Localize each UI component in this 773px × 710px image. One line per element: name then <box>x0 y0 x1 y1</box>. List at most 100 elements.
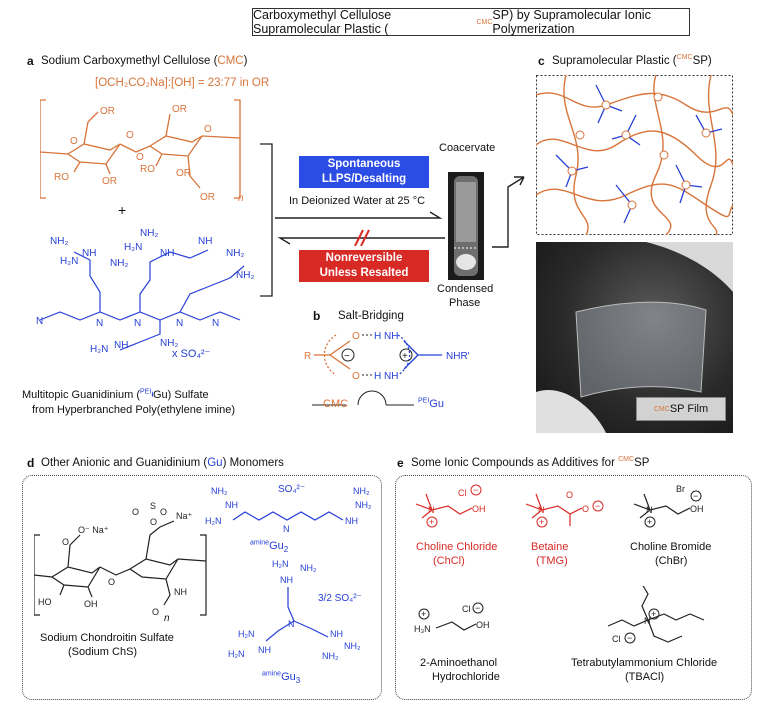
tbacl-structure: N+Cl− <box>607 586 705 644</box>
condition-label: In Deionized Water at 25 °C <box>289 195 426 207</box>
peigu-caption-suffix: Gu) Sulfate <box>152 389 209 401</box>
svg-text:O: O <box>150 517 157 527</box>
svg-text:OR: OR <box>102 176 117 187</box>
svg-text:NH₂: NH₂ <box>322 651 339 661</box>
condensed-line1: Condensed <box>437 283 494 295</box>
svg-text:NH₂: NH₂ <box>353 486 370 496</box>
svg-text:NH₂: NH₂ <box>211 486 228 496</box>
title-suffix: SP) by Supramolecular Ionic Polymerizati… <box>492 8 651 36</box>
svg-text:O: O <box>108 577 115 587</box>
gu2-sulfate: SO₄²⁻ <box>278 484 306 495</box>
svg-text:O⁻ Na⁺: O⁻ Na⁺ <box>78 525 109 535</box>
svg-text:O: O <box>582 504 589 514</box>
svg-text:Cl: Cl <box>462 604 471 614</box>
svg-text:Br: Br <box>676 484 685 494</box>
plus-sign: + <box>118 202 127 218</box>
svg-text:+: + <box>647 517 652 527</box>
svg-text:NH₂: NH₂ <box>344 641 361 651</box>
svg-text:O: O <box>352 371 360 382</box>
svg-text:H₂N: H₂N <box>272 559 289 569</box>
compound-2-abbr: (ChBr) <box>655 555 688 567</box>
svg-text:O: O <box>204 124 212 135</box>
film-photo-graphic <box>536 242 733 433</box>
compound-2-name: Choline Bromide <box>630 541 712 553</box>
svg-text:N: N <box>538 505 545 515</box>
choline-chloride-structure: N+Cl−OH <box>415 484 486 528</box>
svg-text:N: N <box>96 318 103 329</box>
spont-line1: Spontaneous <box>327 158 401 170</box>
svg-text:+: + <box>421 609 426 619</box>
panel-d-box <box>22 475 382 700</box>
svg-text:H₃N: H₃N <box>414 624 431 634</box>
svg-text:−: − <box>475 603 480 613</box>
svg-text:NH₂: NH₂ <box>236 270 254 281</box>
title-prefix: Carboxymethyl Cellulose Supramolecular P… <box>253 8 392 36</box>
svg-text:NH: NH <box>82 248 96 259</box>
svg-text:NH: NH <box>330 629 343 639</box>
plastic-heading-suffix: SP) <box>692 55 712 67</box>
panel-e-heading: Some Ionic Compounds as Additives for CM… <box>411 456 650 470</box>
figure-title: Carboxymethyl Cellulose Supramolecular P… <box>252 8 690 36</box>
svg-text:−: − <box>627 633 632 643</box>
coacervate-label: Coacervate <box>439 142 496 154</box>
svg-text:NH: NH <box>280 575 293 585</box>
amine-gu2-label: amineGu2 <box>250 539 288 556</box>
supramolecular-network-diagram <box>536 75 733 235</box>
peigu-caption-line1: Multitopic Guanidinium (PEIGuGu) Sulfate <box>22 388 209 402</box>
svg-text:NH: NH <box>114 340 128 351</box>
svg-text:NH₂: NH₂ <box>226 248 244 259</box>
salt-bridge-gu-text: Gu <box>429 398 444 410</box>
svg-text:NH₂: NH₂ <box>140 228 158 239</box>
film-label-sup: CMC <box>653 405 670 413</box>
chs-subscript-n: n <box>164 613 170 624</box>
cmc-heading: Sodium Carboxymethyl Cellulose (CMC) <box>41 55 247 68</box>
gu2-sup: amine <box>250 539 270 547</box>
svg-text:OR: OR <box>200 192 215 203</box>
svg-text:NH₂: NH₂ <box>50 236 68 247</box>
compound-1-name: Betaine <box>531 541 569 553</box>
svg-text:H: H <box>374 371 381 382</box>
peigu-caption-prefix: Multitopic Guanidinium ( <box>22 389 140 401</box>
svg-text:O: O <box>126 130 134 141</box>
salt-bridge-gu-sup: PEI <box>418 397 430 405</box>
gu2-text: Gu <box>269 540 284 552</box>
svg-text:N: N <box>428 505 435 515</box>
cmc-structure: OR O O RO OR O OR O RO OR OR <box>40 99 241 203</box>
title-sup: CMC <box>476 18 493 26</box>
panel-e-heading-suffix: SP <box>634 457 650 469</box>
svg-text:O: O <box>70 136 78 147</box>
svg-text:OR: OR <box>176 168 191 179</box>
svg-text:O: O <box>160 507 167 517</box>
cmc-subscript-n: n <box>238 193 244 204</box>
gu3-sulfate: 3/2 SO₄²⁻ <box>318 593 362 604</box>
panel-d-heading-suffix: ) Monomers <box>222 457 284 469</box>
svg-text:−: − <box>344 351 350 362</box>
svg-text:H₂N: H₂N <box>205 516 222 526</box>
cmc-ratio: [OCH₂CO₂Na]:[OH] = 23:77 in OR <box>95 77 270 89</box>
panel-e-letter: e <box>397 456 404 470</box>
svg-text:NH: NH <box>160 248 174 259</box>
svg-text:NH₂: NH₂ <box>160 338 178 349</box>
cmc-close: ) <box>243 55 248 67</box>
panel-d-heading: Other Anionic and Guanidinium (Gu) Monom… <box>41 457 284 470</box>
peigu-caption-sup: PEI <box>140 388 152 396</box>
gu3-text: Gu <box>281 671 296 683</box>
compound-0-abbr: (ChCl) <box>433 555 465 567</box>
plastic-heading-sup: CMC <box>676 54 693 62</box>
sulfate-counterion: x SO₄²⁻ <box>172 348 211 360</box>
cmc-abbr: CMC <box>217 55 244 67</box>
svg-text:N: N <box>288 619 295 629</box>
compound-0-name: Choline Chloride <box>416 541 498 553</box>
svg-text:NH: NH <box>198 236 212 247</box>
chs-abbr: (Sodium ChS) <box>68 646 138 658</box>
svg-text:H₂N: H₂N <box>124 242 142 253</box>
panel-c-letter: c <box>538 54 545 68</box>
gu3-sup: amine <box>262 670 282 678</box>
svg-text:H: H <box>374 331 381 342</box>
svg-text:S: S <box>150 501 156 511</box>
nonrev-line2: Unless Resalted <box>319 267 409 279</box>
svg-text:NH: NH <box>384 331 398 342</box>
salt-bridge-structure: R O O − + H H NH NH NHR' <box>304 331 470 406</box>
svg-text:OH: OH <box>690 504 704 514</box>
svg-text:NH: NH <box>174 587 187 597</box>
